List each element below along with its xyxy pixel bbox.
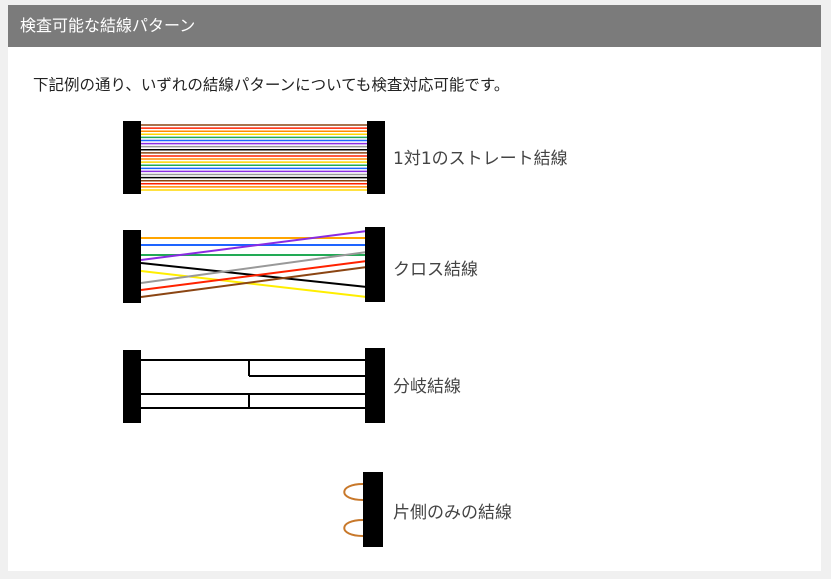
- single-side-wiring: 片側のみの結線: [343, 472, 512, 547]
- single-label: 片側のみの結線: [393, 503, 512, 523]
- wire: [140, 270, 368, 298]
- straight-wiring: 1対1のストレート結線: [123, 121, 568, 194]
- right-connector: [365, 227, 385, 302]
- branch-wiring: 分岐結線: [123, 348, 461, 423]
- right-connector: [365, 348, 385, 423]
- straight-label: 1対1のストレート結線: [393, 149, 568, 169]
- right-connector: [367, 121, 385, 194]
- wire: [140, 230, 368, 261]
- wire: [140, 266, 368, 298]
- loop-wire: [343, 519, 364, 537]
- intro-text: 下記例の通り、いずれの結線パターンについても検査対応可能です。: [33, 76, 510, 94]
- branch-label: 分岐結線: [393, 377, 461, 397]
- content-panel: 検査可能な結線パターン 下記例の通り、いずれの結線パターンについても検査対応可能…: [8, 5, 821, 571]
- section-header: 検査可能な結線パターン: [8, 5, 821, 47]
- wire: [140, 260, 368, 291]
- wire: [140, 251, 368, 284]
- wiring-diagram: 1対1のストレート結線 クロス結線 分岐結線: [123, 121, 568, 547]
- left-connector: [123, 121, 141, 194]
- straight-wires: [141, 124, 367, 191]
- cross-wiring: クロス結線: [123, 227, 478, 303]
- left-connector: [123, 350, 141, 423]
- loop-wire: [343, 483, 364, 501]
- connector: [363, 472, 383, 547]
- cross-label: クロス結線: [393, 260, 478, 280]
- left-connector: [123, 230, 141, 303]
